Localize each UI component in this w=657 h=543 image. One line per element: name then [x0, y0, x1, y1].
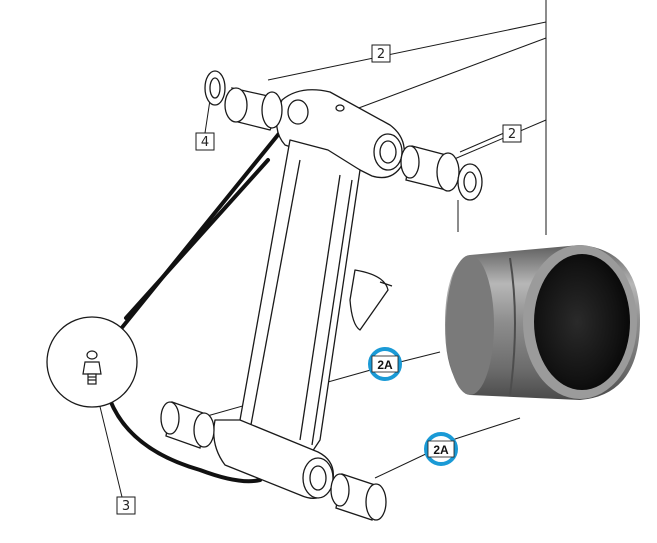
washer-top-left — [204, 70, 226, 106]
callout-2a-mid: 2A — [368, 347, 402, 381]
grease-fitting-icon — [82, 350, 102, 385]
bushing-icon — [445, 245, 640, 400]
label-top-2: 2 — [371, 44, 391, 63]
grease-fitting-detail — [46, 316, 138, 408]
bushing-bottom-left — [160, 401, 215, 449]
svg-text:2A: 2A — [377, 358, 393, 372]
svg-text:2: 2 — [377, 47, 385, 62]
bushing-top-right — [400, 145, 460, 192]
callout-2a-low: 2A — [424, 432, 458, 466]
label-left-4: 4 — [195, 132, 215, 151]
svg-text:4: 4 — [201, 135, 209, 150]
bushing-top-left — [224, 87, 283, 131]
svg-text:2A: 2A — [433, 443, 449, 457]
svg-text:3: 3 — [122, 499, 130, 514]
bottom-pivot-bore — [302, 457, 334, 499]
washer-top-right — [457, 163, 483, 201]
label-bottom-3: 3 — [116, 496, 136, 515]
bushing-bottom-right — [330, 473, 387, 521]
top-pivot-bore — [287, 99, 403, 171]
svg-text:2: 2 — [508, 127, 516, 142]
label-right-2: 2 — [502, 124, 522, 143]
